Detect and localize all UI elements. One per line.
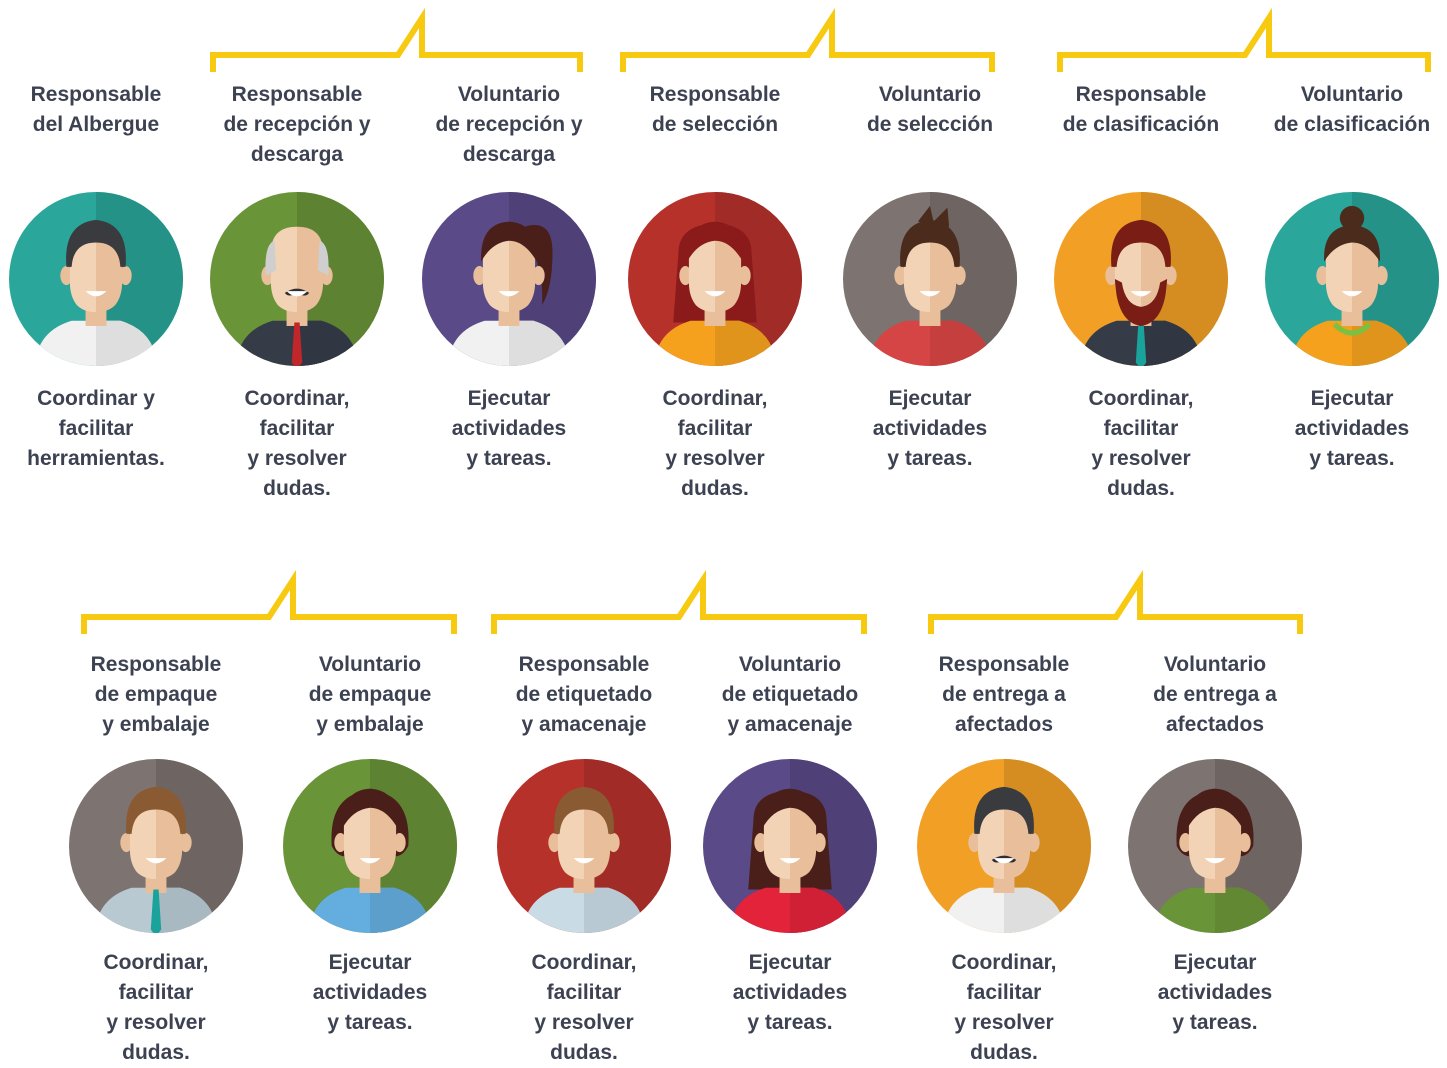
smile — [498, 291, 520, 297]
smile — [704, 291, 726, 297]
avatar-illustration — [69, 759, 243, 933]
role-title: Voluntario de entrega a afectados — [1153, 653, 1277, 736]
avatar-illustration — [703, 759, 877, 933]
tie — [150, 889, 162, 933]
hair — [126, 786, 186, 834]
avatar — [628, 192, 802, 366]
bracket-recepcion — [210, 7, 583, 72]
beard — [1114, 279, 1168, 326]
role-title: Responsable de empaque y embalaje — [90, 653, 222, 736]
role-title: Responsable del Albergue — [30, 83, 162, 136]
task-description: Ejecutar actividades y tareas. — [872, 387, 988, 470]
hair — [1111, 219, 1171, 267]
avatar-illustration — [210, 192, 384, 366]
avatar — [283, 759, 457, 933]
bracket-seleccion — [620, 7, 995, 72]
smile — [1341, 291, 1363, 297]
bracket-entrega — [928, 569, 1303, 634]
task-description: Coordinar, facilitar y resolver dudas. — [1088, 387, 1194, 500]
avatar-illustration — [917, 759, 1091, 933]
role-title: Responsable de entrega a afectados — [938, 653, 1070, 736]
task-description: Ejecutar actividades y tareas. — [451, 387, 567, 470]
task-description: Ejecutar actividades y tareas. — [1157, 951, 1273, 1034]
avatar-illustration — [422, 192, 596, 366]
task-description: Coordinar, facilitar y resolver dudas. — [103, 951, 209, 1064]
avatar — [210, 192, 384, 366]
avatar — [1054, 192, 1228, 366]
hair — [900, 219, 960, 267]
task-description: Ejecutar actividades y tareas. — [312, 951, 428, 1034]
smile — [286, 291, 308, 297]
tie — [1135, 322, 1147, 366]
avatar-illustration — [1265, 192, 1439, 366]
hair — [1339, 205, 1365, 231]
role-title: Voluntario de clasificación — [1273, 83, 1431, 136]
smile — [993, 858, 1015, 864]
task-description: Coordinar, facilitar y resolver dudas. — [662, 387, 768, 500]
task-description: Ejecutar actividades y tareas. — [1294, 387, 1410, 470]
avatar — [422, 192, 596, 366]
smile — [919, 291, 941, 297]
role-title: Voluntario de etiquetado y amacenaje — [721, 653, 859, 736]
hair — [554, 786, 614, 834]
bracket-clasificacion — [1057, 7, 1431, 72]
task-description: Ejecutar actividades y tareas. — [732, 951, 848, 1034]
hair — [265, 240, 277, 276]
avatar-illustration — [1054, 192, 1228, 366]
tie — [291, 322, 303, 366]
smile — [573, 858, 595, 864]
role-title: Responsable de etiquetado y amacenaje — [515, 653, 653, 736]
hair — [66, 219, 126, 267]
hair — [974, 786, 1034, 834]
avatar — [843, 192, 1017, 366]
avatar-illustration — [1128, 759, 1302, 933]
task-description: Coordinar, facilitar y resolver dudas. — [531, 951, 637, 1064]
avatar — [1265, 192, 1439, 366]
role-title: Voluntario de empaque y embalaje — [308, 653, 432, 736]
smile — [1204, 858, 1226, 864]
avatar — [9, 192, 183, 366]
task-description: Coordinar y facilitar herramientas. — [27, 387, 165, 470]
avatar-illustration — [9, 192, 183, 366]
role-title: Voluntario de recepción y descarga — [435, 83, 583, 166]
role-title: Voluntario de selección — [866, 83, 994, 136]
avatar — [1128, 759, 1302, 933]
smile — [359, 858, 381, 864]
avatar-illustration — [843, 192, 1017, 366]
avatar-illustration — [497, 759, 671, 933]
avatar-illustration — [283, 759, 457, 933]
avatar — [497, 759, 671, 933]
avatar-illustration — [628, 192, 802, 366]
avatar — [703, 759, 877, 933]
avatar — [917, 759, 1091, 933]
role-title: Responsable de selección — [649, 83, 781, 136]
task-description: Coordinar, facilitar y resolver dudas. — [244, 387, 350, 500]
role-title: Responsable de clasificación — [1062, 83, 1220, 136]
task-description: Coordinar, facilitar y resolver dudas. — [951, 951, 1057, 1064]
role-title: Responsable de recepción y descarga — [223, 83, 371, 166]
smile — [85, 291, 107, 297]
smile — [1130, 291, 1152, 297]
bracket-etiquetado — [491, 569, 867, 634]
avatar — [69, 759, 243, 933]
smile — [779, 858, 801, 864]
bracket-empaque — [81, 569, 457, 634]
smile — [145, 858, 167, 864]
